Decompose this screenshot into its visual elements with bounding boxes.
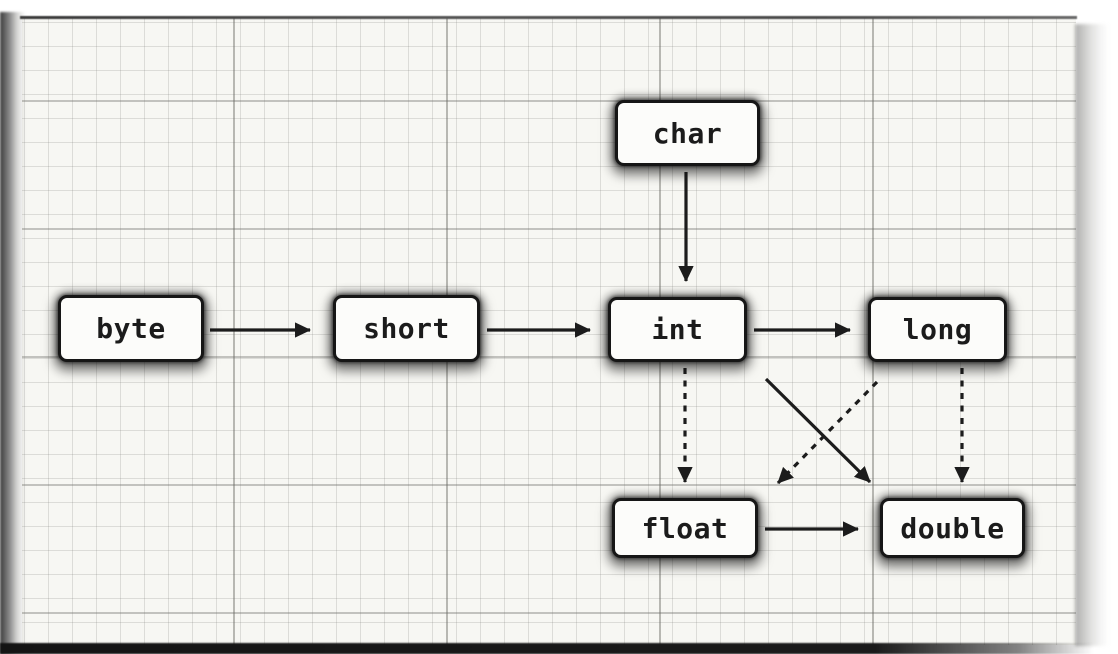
scan-shadow-right [1075, 24, 1109, 646]
node-int: int [608, 297, 747, 362]
frame-bottom-line [0, 643, 1094, 654]
node-long: long [868, 297, 1007, 362]
node-double: double [880, 498, 1025, 558]
node-float: float [612, 498, 758, 558]
node-byte: byte [58, 295, 204, 362]
node-short: short [333, 295, 480, 362]
frame-top-line [20, 16, 1077, 19]
node-char: char [615, 100, 760, 166]
scan-shadow-left [0, 12, 26, 654]
